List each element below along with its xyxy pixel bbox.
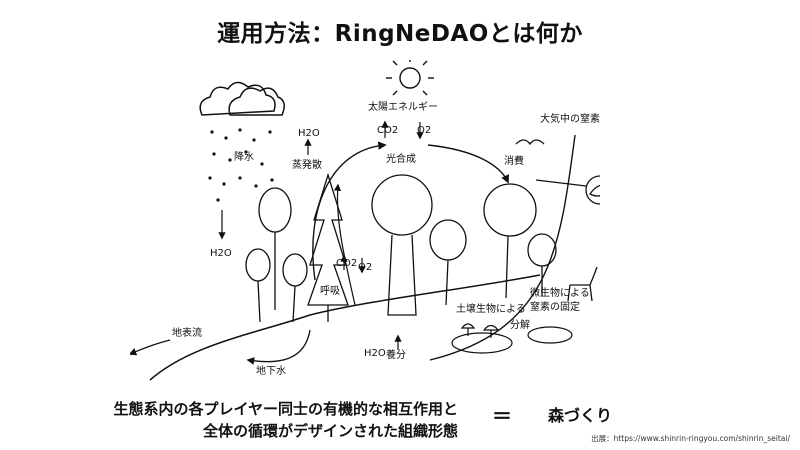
deer-icon: [567, 266, 598, 302]
respiration-label: 呼吸: [320, 285, 340, 297]
h2o-evap-label: H2O: [298, 128, 320, 139]
photosynthesis-label: 光合成: [386, 152, 416, 165]
consumption-label: 消費: [504, 154, 524, 167]
rain-label: 降水: [234, 150, 254, 163]
groundwater-label: 地下水: [256, 364, 286, 377]
large-tree-icon: [371, 174, 467, 316]
sun-icon: [386, 60, 434, 96]
right-tree-icon: [483, 183, 557, 299]
h2o-rain-label: H2O: [210, 248, 232, 259]
soil-organisms-icon: [451, 323, 573, 354]
surface-flow-label: 地表流: [172, 326, 202, 339]
caption-line-1: 生態系内の各プレイヤー同士の有機的な相互作用と: [113, 400, 458, 418]
atmos-nitrogen-label: 大気中の窒素: [540, 112, 600, 125]
microbe-label-line2: 窒素の固定: [530, 300, 580, 313]
caption-line-2: 全体の循環がデザインされた組織形態: [202, 422, 458, 440]
bird-icon: [515, 139, 545, 146]
rain-drops-icon: [208, 128, 274, 202]
source-credit: 出展：https://www.shinrin-ringyou.com/shinr…: [591, 434, 790, 443]
leaf-icon: [535, 175, 600, 205]
forest-making-label: 森づくり: [548, 406, 613, 425]
o2-top-label: O2: [417, 125, 431, 136]
microbe-label-line1: 微生物による: [530, 286, 590, 299]
soil-organisms-label: 土壌生物による: [456, 302, 526, 315]
conifer-tree-icon: [307, 172, 349, 322]
co2-mid-label: CO2: [336, 258, 357, 269]
sun-energy-label: 太陽エネルギー: [368, 100, 438, 113]
co2-top-label: CO2: [377, 125, 398, 136]
h2o-bottom-label: H2O: [364, 348, 386, 359]
tree-icon: [245, 187, 308, 323]
decomposition-label: 分解: [510, 318, 530, 331]
nutrients-label: 養分: [386, 348, 406, 361]
equals-sign: ＝: [492, 404, 512, 428]
o2-mid-label: O2: [358, 262, 372, 273]
forest-ecosystem-diagram: 太陽エネルギー CO2 O2 光合成 H2O 蒸発散 降水 H2O 消費 大気中…: [130, 60, 600, 381]
page-title: 運用方法：RingNeDAOとは何か: [217, 21, 583, 47]
evaporation-label: 蒸発散: [292, 158, 322, 171]
rain-cloud-icon: [199, 81, 285, 116]
